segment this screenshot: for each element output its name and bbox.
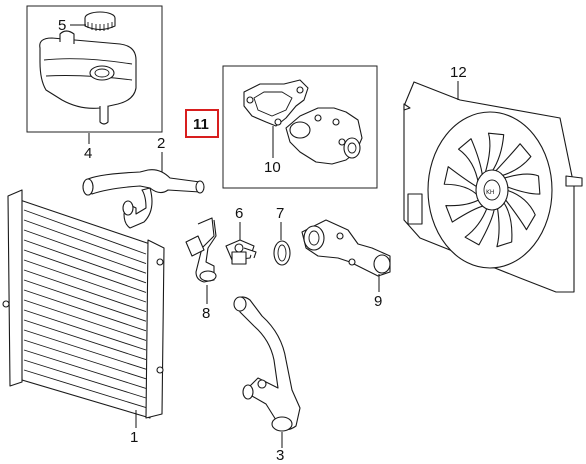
radiator[interactable] <box>2 189 165 419</box>
radiator-fin <box>23 309 147 351</box>
radiator-fin <box>23 319 147 361</box>
callout-8: 8 <box>202 305 210 322</box>
fan-blade <box>484 132 505 175</box>
callout-11: 11 <box>193 116 209 133</box>
reservoir-assembly[interactable] <box>26 5 163 133</box>
radiator-fins <box>23 209 147 409</box>
fan-blades <box>443 132 541 248</box>
water-pump-assembly[interactable] <box>222 65 378 189</box>
radiator-fin <box>23 219 147 265</box>
fan-hub <box>475 169 509 211</box>
radiator-fin <box>23 209 147 255</box>
callout-11-highlight <box>185 109 219 138</box>
radiator-fin <box>23 359 147 399</box>
fan-shroud[interactable]: KH <box>403 81 583 293</box>
radiator-fin <box>23 289 147 332</box>
callout-7: 7 <box>276 205 284 222</box>
callout-10: 10 <box>264 159 281 176</box>
outlet-housing[interactable] <box>301 219 391 277</box>
fan-blade <box>502 173 541 195</box>
callout-1: 1 <box>130 429 138 446</box>
callout-6: 6 <box>235 205 243 222</box>
water-pump-box <box>222 65 378 189</box>
radiator-fin <box>23 299 147 341</box>
reservoir-cap[interactable] <box>84 11 116 31</box>
radiator-fin <box>23 269 147 313</box>
fan-blade <box>457 138 484 185</box>
radiator-fin <box>23 369 147 409</box>
radiator-fin <box>23 339 147 380</box>
radiator-fin <box>23 279 147 322</box>
lower-hose[interactable] <box>233 296 301 432</box>
reservoir-tank[interactable] <box>39 37 137 109</box>
fan-blade <box>493 143 532 177</box>
fan-blade <box>504 189 536 231</box>
fan-blade <box>496 201 513 248</box>
callout-12: 12 <box>450 64 467 81</box>
fan-blade <box>464 206 496 246</box>
o-ring[interactable] <box>273 240 291 266</box>
fan-blade <box>445 198 486 223</box>
thermostat[interactable] <box>225 239 257 265</box>
callout-4: 4 <box>84 145 92 162</box>
upper-hose[interactable] <box>82 169 205 229</box>
radiator-fin <box>23 249 147 293</box>
radiator-fin <box>23 349 147 389</box>
water-pump-gasket[interactable] <box>243 79 309 127</box>
callout-2: 2 <box>157 135 165 152</box>
coolant-elbow[interactable] <box>185 217 217 283</box>
callout-9: 9 <box>374 293 382 310</box>
radiator-fin <box>23 329 147 370</box>
radiator-fin <box>23 239 147 284</box>
radiator-fin <box>23 229 147 274</box>
reservoir-box <box>26 5 163 133</box>
radiator-fin <box>23 259 147 303</box>
fan-blade <box>443 166 480 197</box>
callout-3: 3 <box>276 447 284 464</box>
svg-text:KH: KH <box>486 189 494 196</box>
callout-5: 5 <box>58 17 66 34</box>
